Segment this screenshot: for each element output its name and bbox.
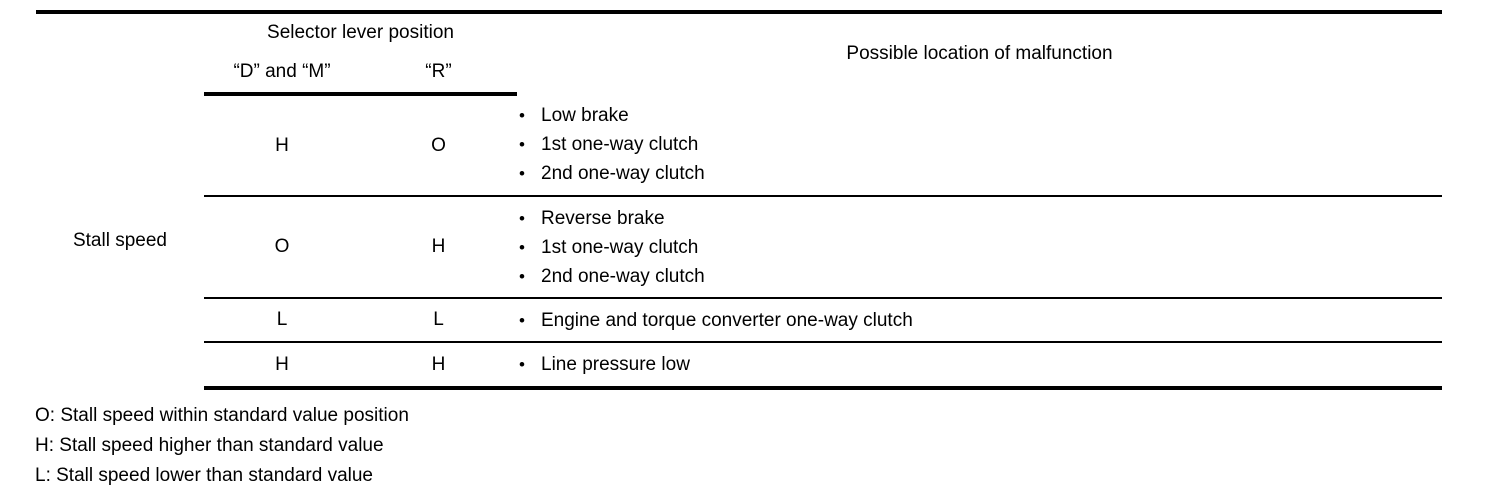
legend-note-l: L: Stall speed lower than standard value xyxy=(35,465,373,486)
bullet-icon: • xyxy=(519,355,525,374)
causes-cell: • Engine and torque converter one-way cl… xyxy=(517,298,1442,343)
legend-note-h: H: Stall speed higher than standard valu… xyxy=(35,435,384,456)
cause-text: Engine and torque converter one-way clut… xyxy=(541,309,913,331)
legend-note-o: O: Stall speed within standard value pos… xyxy=(35,405,409,426)
r-value: O xyxy=(360,94,517,197)
cause-item: • 2nd one-way clutch xyxy=(517,262,1442,291)
r-value: L xyxy=(360,298,517,343)
bullet-icon: • xyxy=(519,237,525,257)
cause-text: Reverse brake xyxy=(541,207,665,229)
column-header-r: “R” xyxy=(360,52,517,96)
column-header-d-and-m: “D” and “M” xyxy=(204,52,360,96)
bullet-icon: • xyxy=(519,164,525,183)
cause-text: Low brake xyxy=(541,105,629,126)
causes-cell: • Low brake • 1st one-way clutch • 2nd o… xyxy=(517,94,1442,197)
corner-cell xyxy=(36,10,204,94)
bullet-icon: • xyxy=(519,310,525,330)
cause-item: • 1st one-way clutch xyxy=(517,233,1442,262)
cause-item: • 2nd one-way clutch xyxy=(517,159,1442,188)
cause-text: 2nd one-way clutch xyxy=(541,265,705,287)
row-group-label-stall-speed: Stall speed xyxy=(72,230,167,251)
possible-malfunction-header: Possible location of malfunction xyxy=(517,10,1442,94)
causes-cell: • Reverse brake • 1st one-way clutch • 2… xyxy=(517,196,1442,299)
cause-text: 1st one-way clutch xyxy=(541,134,699,155)
dm-value: H xyxy=(204,342,360,390)
bullet-icon: • xyxy=(519,135,525,154)
dm-value: O xyxy=(204,196,360,299)
bullet-icon: • xyxy=(519,208,525,228)
selector-lever-position-header: Selector lever position xyxy=(204,10,517,52)
cause-text: Line pressure low xyxy=(541,354,690,375)
table-row: O H • Reverse brake • 1st one-way clutch… xyxy=(36,196,1442,299)
dm-value: H xyxy=(204,94,360,197)
bullet-icon: • xyxy=(519,106,525,125)
table-row: L L • Engine and torque converter one-wa… xyxy=(36,298,1442,343)
cause-item: • 1st one-way clutch xyxy=(517,130,1442,159)
stall-speed-diagnosis-table: Selector lever position Possible locatio… xyxy=(36,10,1442,390)
cause-item: • Reverse brake xyxy=(517,204,1442,233)
cause-item: • Engine and torque converter one-way cl… xyxy=(517,306,1442,335)
r-value: H xyxy=(360,342,517,390)
table-row: H H • Line pressure low xyxy=(36,342,1442,390)
cause-text: 1st one-way clutch xyxy=(541,236,699,258)
cause-item: • Line pressure low xyxy=(517,350,1442,379)
cause-item: • Low brake xyxy=(517,101,1442,130)
causes-cell: • Line pressure low xyxy=(517,342,1442,390)
cause-text: 2nd one-way clutch xyxy=(541,163,705,184)
dm-value: L xyxy=(204,298,360,343)
r-value: H xyxy=(360,196,517,299)
bullet-icon: • xyxy=(519,266,525,286)
table-row: Stall speed H O • Low brake • 1st one-wa… xyxy=(36,94,1442,251)
legend: O: Stall speed within standard value pos… xyxy=(35,401,1504,491)
